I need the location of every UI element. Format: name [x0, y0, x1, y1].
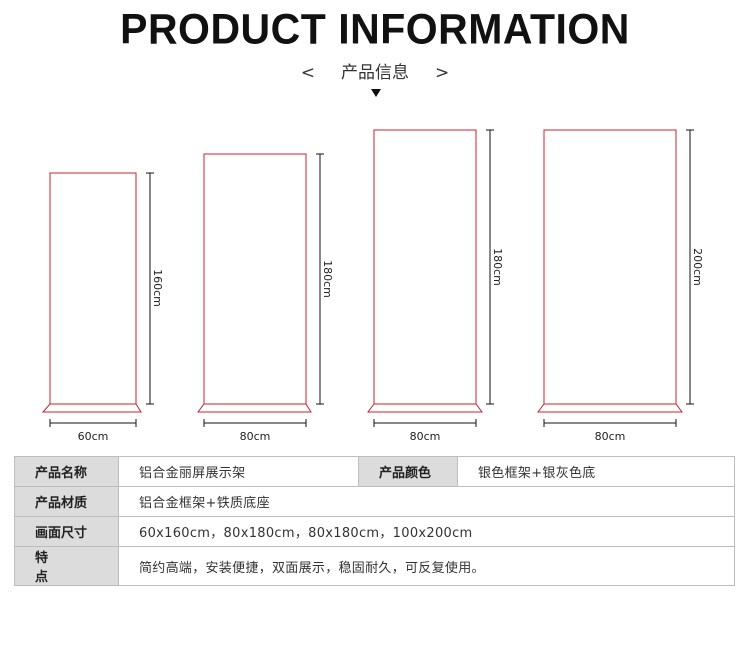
spec-label: 特 点 — [14, 546, 119, 586]
stand-1-width-label: 60cm — [78, 430, 109, 443]
spec-label: 产品材质 — [14, 486, 119, 517]
page-subtitle: < 产品信息 > — [0, 58, 750, 83]
stand-1-base — [41, 403, 142, 413]
table-row: 产品材质 铝合金框架+铁质底座 — [14, 486, 735, 517]
spec-label: 产品名称 — [14, 456, 119, 487]
stand-2-height-label: 180cm — [321, 260, 334, 298]
spec-value: 60x160cm，80x180cm，80x180cm，100x200cm — [118, 516, 735, 547]
stand-3-frame — [373, 129, 477, 405]
triangle-down-icon — [371, 89, 381, 97]
feature-label-text: 特 点 — [35, 551, 69, 585]
subtitle-text: 产品信息 — [341, 63, 409, 83]
stand-1-frame — [49, 172, 137, 405]
stand-2-base — [197, 403, 312, 413]
page-title: PRODUCT INFORMATION — [120, 4, 630, 54]
spec-label: 产品颜色 — [358, 456, 458, 487]
stand-2-frame — [203, 153, 307, 405]
stand-3-height-label: 180cm — [491, 248, 504, 286]
table-row: 产品名称 铝合金丽屏展示架 产品颜色 银色框架+银灰色底 — [14, 456, 735, 487]
chevron-right-icon: > — [435, 63, 450, 83]
spec-table: 产品名称 铝合金丽屏展示架 产品颜色 银色框架+银灰色底 产品材质 铝合金框架+… — [14, 456, 735, 586]
stand-4-height-label: 200cm — [691, 248, 704, 286]
spec-label: 画面尺寸 — [14, 516, 119, 547]
stand-diagrams: 160cm 180cm 180cm 200cm 60cm 80cm 80cm 8… — [41, 129, 704, 443]
stand-4-width-label: 80cm — [595, 430, 626, 443]
spec-value: 银色框架+银灰色底 — [457, 456, 735, 487]
chevron-left-icon: < — [300, 63, 315, 83]
stand-3-width-label: 80cm — [410, 430, 441, 443]
table-row: 画面尺寸 60x160cm，80x180cm，80x180cm，100x200c… — [14, 516, 735, 547]
stand-4-frame — [543, 129, 677, 405]
spec-value: 简约高端，安装便捷，双面展示，稳固耐久，可反复使用。 — [118, 546, 735, 586]
stand-1-height-label: 160cm — [151, 269, 164, 307]
spec-value: 铝合金框架+铁质底座 — [118, 486, 735, 517]
stand-4-base — [537, 403, 683, 413]
stand-3-base — [367, 403, 483, 413]
table-row: 特 点 简约高端，安装便捷，双面展示，稳固耐久，可反复使用。 — [14, 546, 735, 586]
spec-value: 铝合金丽屏展示架 — [118, 456, 359, 487]
stand-2-width-label: 80cm — [240, 430, 271, 443]
